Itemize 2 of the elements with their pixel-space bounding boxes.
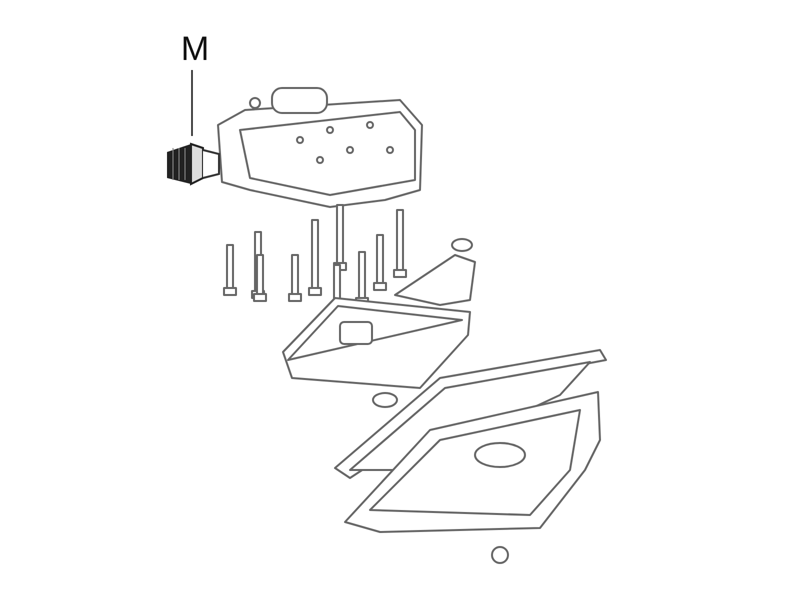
leader-line	[191, 70, 193, 136]
callout-letter: M	[180, 32, 210, 66]
